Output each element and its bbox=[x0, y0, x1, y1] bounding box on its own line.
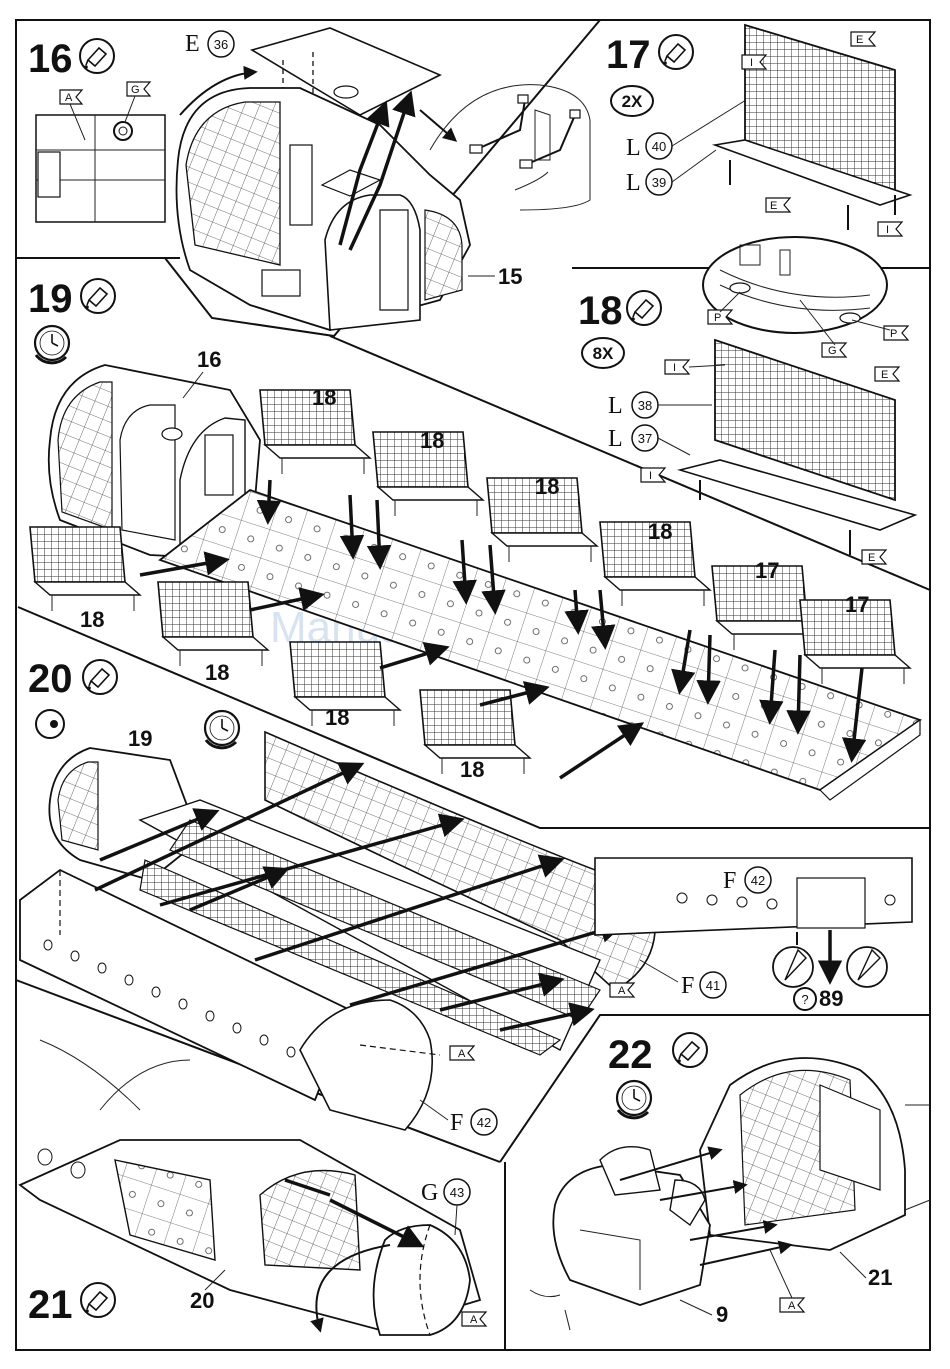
drying-time-icon bbox=[617, 1081, 651, 1118]
svg-text:F: F bbox=[450, 1110, 463, 1136]
svg-text:19: 19 bbox=[128, 726, 152, 751]
svg-text:E: E bbox=[868, 552, 875, 564]
svg-text:L: L bbox=[608, 393, 623, 419]
svg-text:40: 40 bbox=[652, 139, 666, 154]
svg-text:41: 41 bbox=[706, 978, 720, 993]
svg-text:I: I bbox=[673, 362, 676, 374]
step-number: 20 bbox=[28, 657, 73, 701]
glue-icon bbox=[659, 35, 693, 69]
svg-text:E: E bbox=[185, 31, 200, 57]
svg-text:17: 17 bbox=[755, 558, 779, 583]
step-number: 16 bbox=[28, 37, 73, 81]
svg-text:E: E bbox=[881, 369, 888, 381]
svg-text:A: A bbox=[470, 1314, 478, 1326]
svg-text:F: F bbox=[681, 973, 694, 999]
svg-text:18: 18 bbox=[420, 428, 444, 453]
step-number: 19 bbox=[28, 277, 73, 321]
svg-text:G: G bbox=[828, 345, 837, 357]
svg-text:37: 37 bbox=[638, 431, 652, 446]
svg-text:P: P bbox=[890, 328, 897, 340]
svg-text:8X: 8X bbox=[593, 344, 614, 363]
svg-text:18: 18 bbox=[648, 519, 672, 544]
svg-text:2X: 2X bbox=[622, 92, 643, 111]
step-number: 17 bbox=[606, 33, 651, 77]
svg-text:A: A bbox=[618, 985, 626, 997]
svg-text:E: E bbox=[856, 34, 863, 46]
svg-text:A: A bbox=[65, 92, 73, 104]
svg-text:L: L bbox=[626, 135, 641, 161]
svg-text:36: 36 bbox=[214, 37, 228, 52]
svg-text:18: 18 bbox=[205, 660, 229, 685]
svg-text:P: P bbox=[714, 312, 721, 324]
svg-text:17: 17 bbox=[845, 592, 869, 617]
svg-text:I: I bbox=[750, 57, 753, 69]
step-number: 21 bbox=[28, 1283, 73, 1327]
svg-text:I: I bbox=[886, 224, 889, 236]
glue-icon bbox=[81, 1283, 115, 1317]
svg-text:18: 18 bbox=[312, 385, 336, 410]
svg-text:21: 21 bbox=[868, 1265, 892, 1290]
drying-time-icon bbox=[205, 711, 239, 748]
step-number: 18 bbox=[578, 289, 623, 333]
svg-text:16: 16 bbox=[197, 347, 221, 372]
svg-text:42: 42 bbox=[751, 873, 765, 888]
svg-text:G: G bbox=[421, 1180, 438, 1206]
glue-icon bbox=[673, 1033, 707, 1067]
svg-text:I: I bbox=[649, 470, 652, 482]
svg-text:E: E bbox=[770, 200, 777, 212]
callout-15: 15 bbox=[498, 264, 522, 289]
svg-text:F: F bbox=[723, 868, 736, 894]
svg-text:?: ? bbox=[801, 992, 808, 1007]
svg-text:L: L bbox=[626, 170, 641, 196]
svg-text:43: 43 bbox=[450, 1185, 464, 1200]
glue-icon bbox=[81, 279, 115, 313]
svg-text:18: 18 bbox=[325, 705, 349, 730]
svg-text:L: L bbox=[608, 426, 623, 452]
page-reference: 89 bbox=[819, 986, 843, 1011]
svg-text:18: 18 bbox=[80, 607, 104, 632]
svg-text:20: 20 bbox=[190, 1288, 214, 1313]
glue-icon bbox=[83, 660, 117, 694]
svg-text:A: A bbox=[458, 1048, 466, 1060]
step-number: 22 bbox=[608, 1033, 653, 1077]
drying-time-icon bbox=[35, 326, 69, 363]
svg-text:39: 39 bbox=[652, 175, 666, 190]
svg-text:18: 18 bbox=[460, 757, 484, 782]
svg-text:42: 42 bbox=[477, 1115, 491, 1130]
svg-text:G: G bbox=[131, 84, 140, 96]
svg-text:18: 18 bbox=[535, 474, 559, 499]
glue-icon bbox=[80, 39, 114, 73]
glue-icon bbox=[627, 291, 661, 325]
svg-text:9: 9 bbox=[716, 1302, 728, 1327]
svg-text:38: 38 bbox=[638, 398, 652, 413]
svg-text:A: A bbox=[788, 1300, 796, 1312]
